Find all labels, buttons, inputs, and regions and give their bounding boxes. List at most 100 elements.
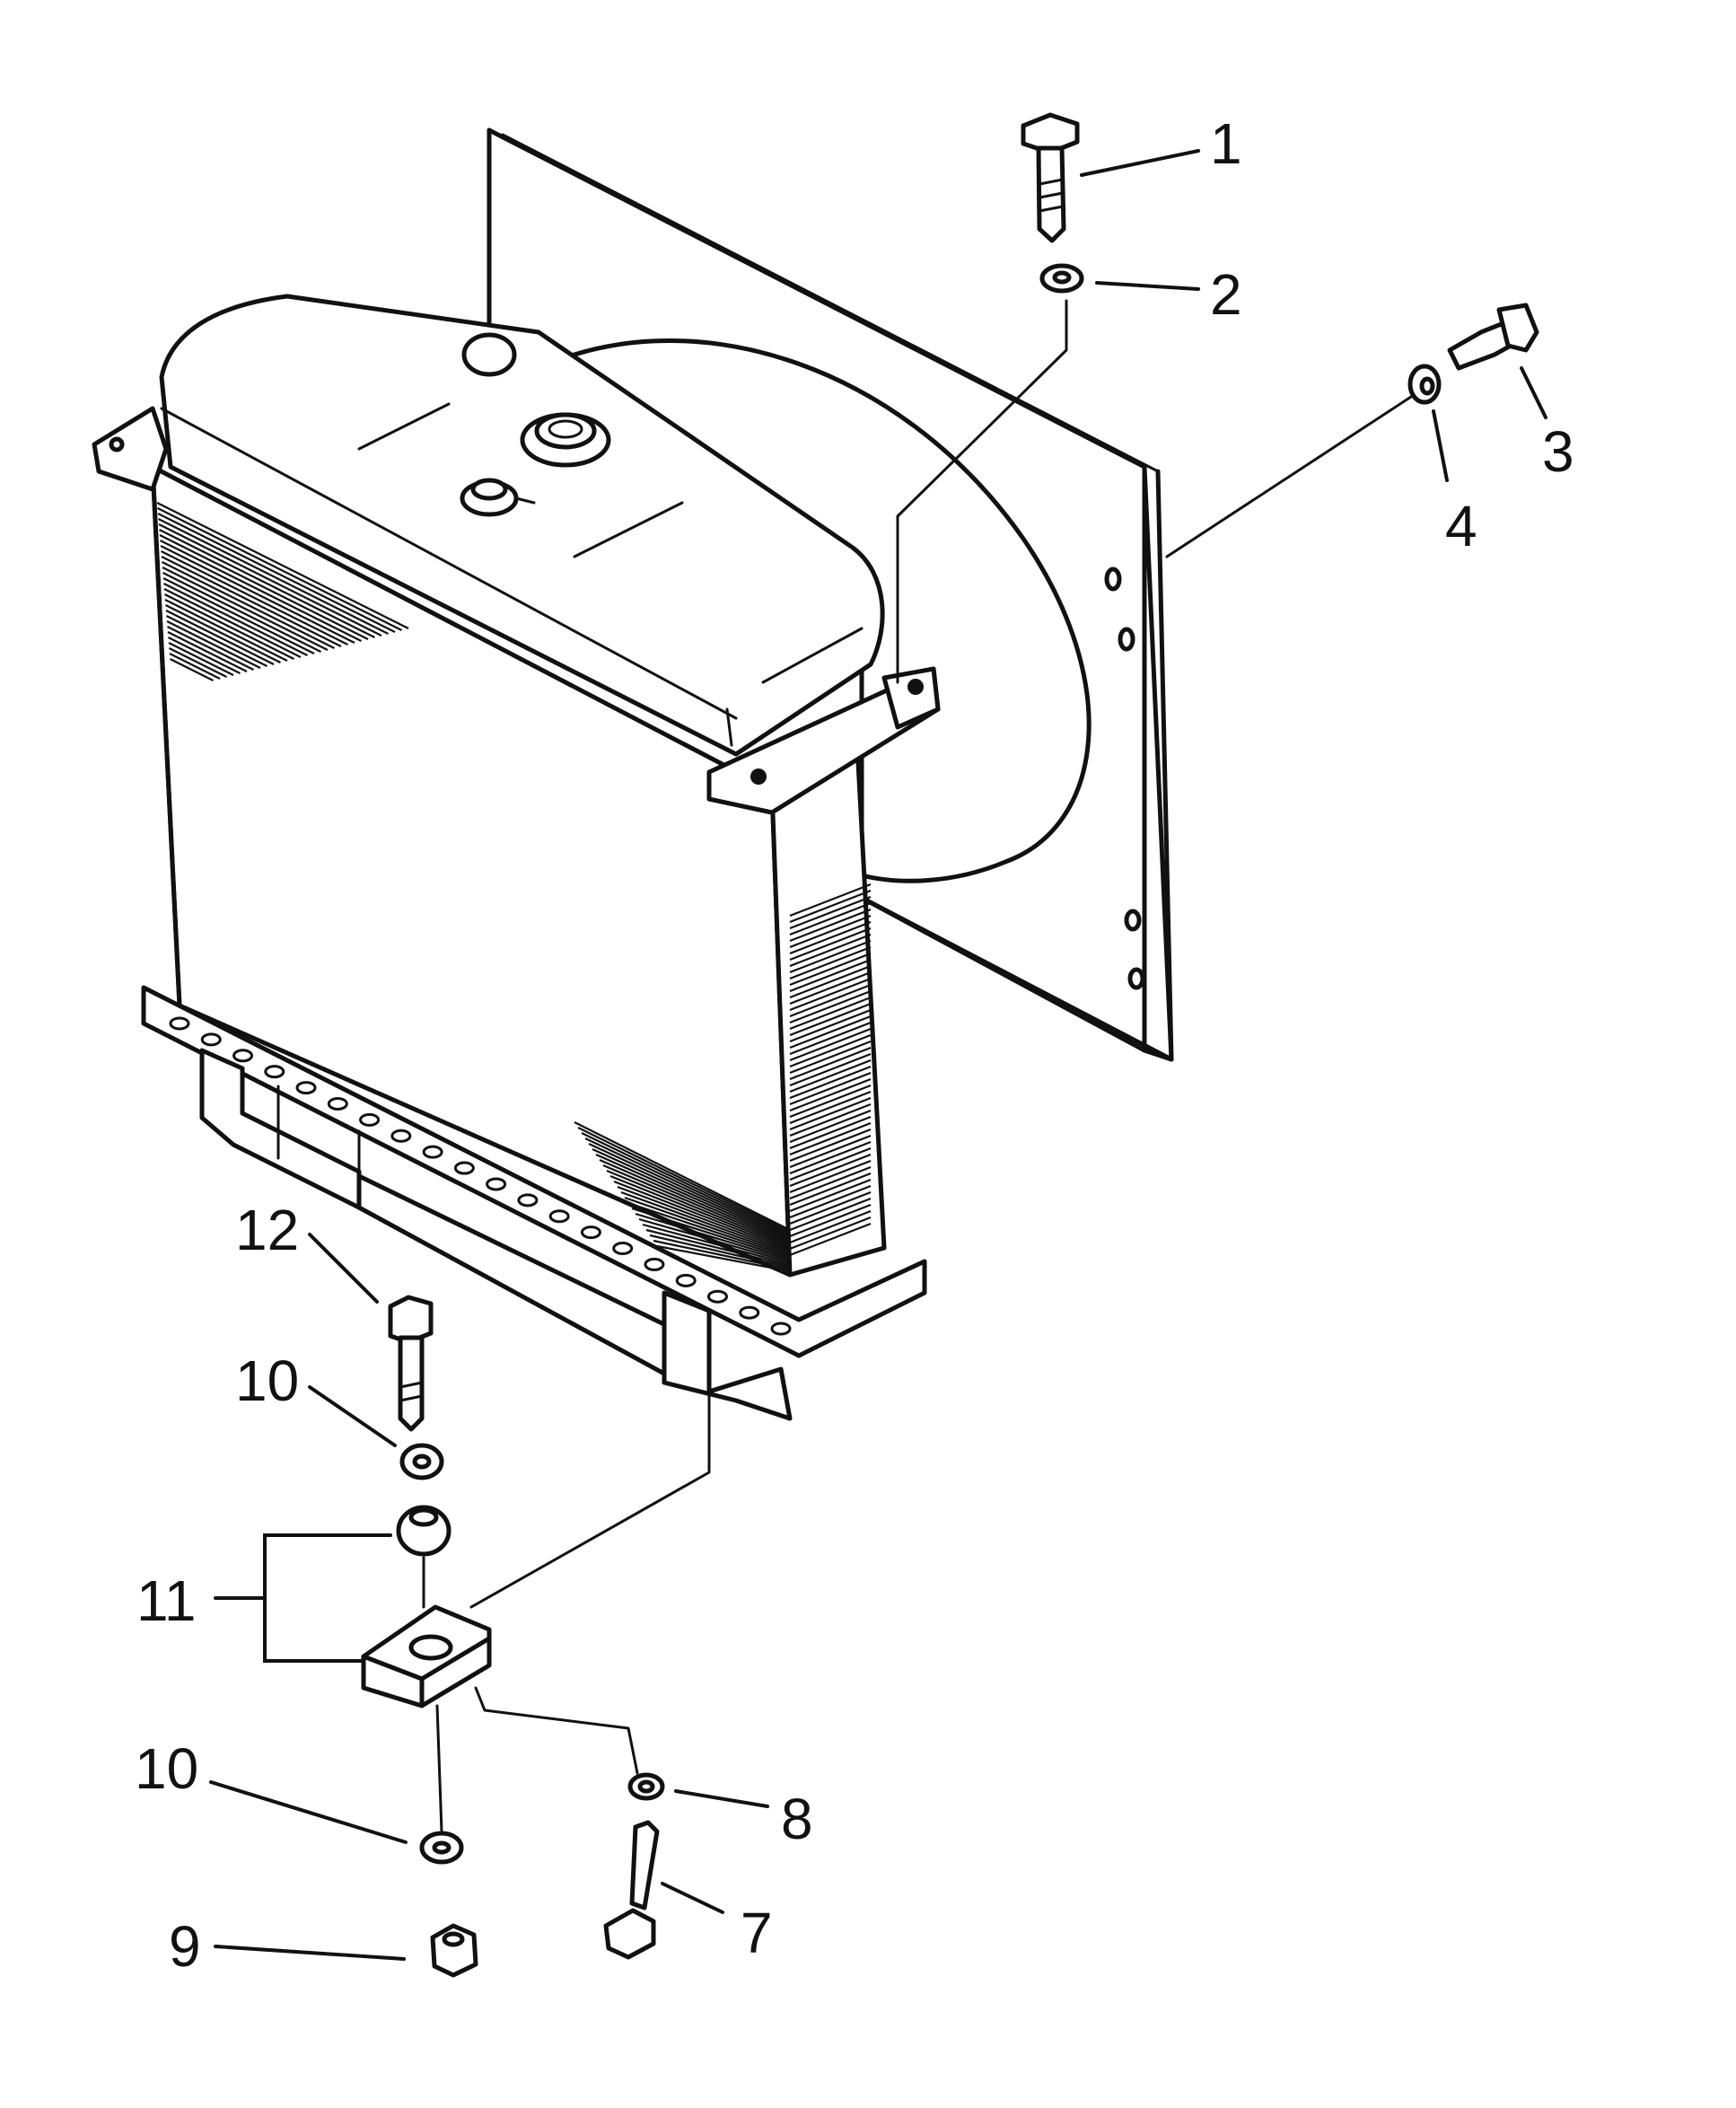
rear-boss <box>461 332 517 377</box>
fin-line <box>577 1127 791 1233</box>
fin-line <box>170 658 214 681</box>
fin-line <box>163 588 302 658</box>
flange-rivet <box>548 1209 570 1224</box>
washer-2 <box>1039 263 1084 294</box>
shroud-bolt-holes <box>1104 567 1145 990</box>
fin-line <box>156 502 409 629</box>
fin-line <box>789 1184 872 1219</box>
fin-line <box>789 1014 872 1050</box>
bolt-12 <box>388 1295 434 1432</box>
fin-line <box>631 1207 791 1260</box>
cushion-mount-11 <box>361 1505 492 1708</box>
callout-1: 1 <box>1210 111 1242 176</box>
fin-line <box>789 933 872 968</box>
flange-rivet <box>169 1016 190 1031</box>
fin-line <box>789 1172 872 1207</box>
upper-tank <box>92 294 941 815</box>
fin-line <box>789 989 872 1024</box>
callout-9: 9 <box>169 1914 201 1979</box>
flange-rivet <box>453 1161 475 1175</box>
callout-4: 4 <box>1445 494 1477 558</box>
washer-8 <box>627 1772 665 1801</box>
fin-line <box>789 914 872 949</box>
callout-8: 8 <box>781 1787 813 1851</box>
fin-line <box>789 1058 872 1094</box>
fin-line <box>169 653 221 680</box>
fin-line <box>161 556 342 647</box>
assembly-lines <box>422 299 1416 1833</box>
fin-line <box>789 945 872 980</box>
fin-line <box>789 952 872 987</box>
fin-line <box>789 901 872 936</box>
flange-rivet <box>770 1322 792 1336</box>
fin-line <box>166 615 267 667</box>
callout-10-upper: 10 <box>235 1348 299 1413</box>
fin-line <box>789 1159 872 1194</box>
washer-10-lower <box>419 1831 464 1865</box>
nut-9 <box>430 1923 478 1978</box>
fin-line <box>789 1190 872 1225</box>
fin-line <box>789 977 872 1012</box>
lower-drain-boss <box>662 1290 793 1421</box>
fan-ring-outline <box>527 338 1092 883</box>
fin-line <box>638 1217 791 1264</box>
callout-7: 7 <box>741 1901 773 1965</box>
fin-line <box>165 604 281 663</box>
fin-line <box>789 1197 872 1232</box>
callout-2: 2 <box>1210 262 1242 327</box>
fin-line <box>592 1147 791 1241</box>
fin-line <box>602 1164 791 1246</box>
left-mount-bracket <box>92 406 169 492</box>
fin-line <box>599 1158 791 1244</box>
fin-line <box>789 1216 872 1251</box>
fin-line <box>789 1115 872 1150</box>
fin-line <box>162 567 329 651</box>
fin-line <box>789 1071 872 1106</box>
fin-line <box>581 1132 791 1234</box>
fin-line <box>789 1134 872 1169</box>
radiator-core <box>150 464 887 1278</box>
fin-line <box>620 1190 791 1255</box>
washer-4 <box>1407 364 1442 405</box>
fin-line <box>789 964 872 999</box>
fin-line <box>645 1228 791 1268</box>
flange-rivet <box>644 1257 665 1271</box>
flange-rivet <box>390 1129 412 1143</box>
fin-line <box>789 1165 872 1200</box>
fin-line <box>789 1102 872 1137</box>
fin-line <box>584 1137 791 1236</box>
fin-line <box>789 1121 872 1156</box>
fin-line <box>164 599 288 662</box>
fin-line <box>158 518 389 635</box>
fin-line <box>157 513 396 633</box>
flange-rivet <box>739 1305 760 1320</box>
fin-line <box>789 1027 872 1062</box>
fin-line <box>157 507 402 631</box>
fin-line <box>789 1077 872 1112</box>
fin-line <box>167 626 254 671</box>
lower-tank <box>141 985 927 1421</box>
fin-line <box>789 971 872 1006</box>
fin-line <box>789 1002 872 1037</box>
flange-rivet <box>327 1096 348 1111</box>
fin-line <box>789 889 872 924</box>
fin-line <box>789 1096 872 1131</box>
lower-flange-rivets <box>169 1016 792 1336</box>
fin-line <box>162 577 315 654</box>
fin-line <box>789 1222 872 1257</box>
bolt-3 <box>1447 303 1539 371</box>
fin-line <box>642 1223 791 1266</box>
fin-line <box>165 610 275 665</box>
fin-line <box>613 1180 791 1252</box>
washer-10-upper <box>399 1443 444 1480</box>
fin-line <box>789 1052 872 1087</box>
callout-3: 3 <box>1542 419 1574 484</box>
fin-line <box>789 920 872 955</box>
fin-line <box>789 1040 872 1075</box>
fin-line <box>789 1033 872 1068</box>
fin-line <box>789 996 872 1031</box>
fin-line <box>789 895 872 930</box>
flange-rivet <box>486 1177 507 1191</box>
fin-line <box>789 958 872 993</box>
